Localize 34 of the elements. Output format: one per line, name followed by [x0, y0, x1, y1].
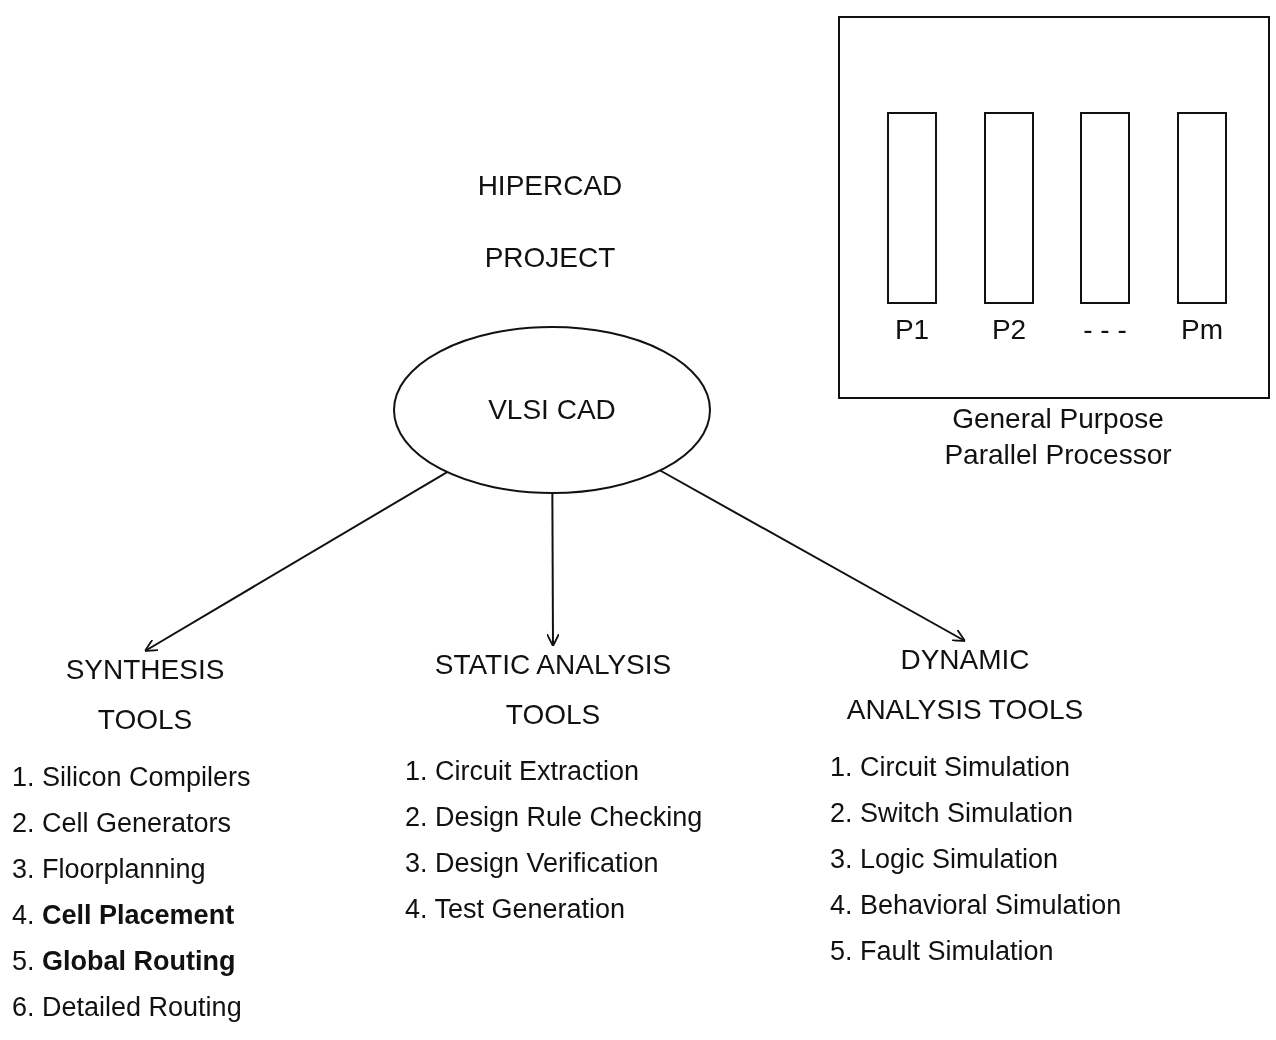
processor-bar	[887, 112, 937, 304]
processor-label: P1	[893, 313, 931, 347]
arrow	[546, 492, 560, 647]
processor-label: Pm	[1180, 313, 1224, 347]
processor-label: P2	[990, 313, 1028, 347]
category-heading: DYNAMIC ANALYSIS TOOLS	[845, 643, 1085, 727]
processor-label: - - -	[1082, 313, 1128, 347]
list-item: 4. Cell Placement	[12, 900, 235, 931]
arrow	[144, 471, 449, 652]
list-item: 1. Circuit Extraction	[405, 756, 640, 787]
node-label: VLSI CAD	[487, 393, 617, 427]
processor-bar	[1080, 112, 1130, 304]
arrow	[659, 469, 966, 642]
node-label: General Purpose Parallel Processor	[943, 402, 1173, 472]
list-item: 3. Floorplanning	[12, 854, 206, 885]
list-item: 5. Global Routing	[12, 946, 236, 977]
list-item: 1. Circuit Simulation	[830, 752, 1071, 783]
title: HIPERCAD PROJECT	[476, 169, 624, 275]
processor-bar	[1177, 112, 1227, 304]
category-heading: SYNTHESIS TOOLS	[64, 653, 226, 737]
ellipse-node	[392, 325, 712, 495]
processor-bar	[984, 112, 1034, 304]
list-item: 3. Design Verification	[405, 848, 659, 879]
list-item: 1. Silicon Compilers	[12, 762, 251, 793]
list-item: 2. Switch Simulation	[830, 798, 1074, 829]
list-item: 2. Design Rule Checking	[405, 802, 703, 833]
list-item: 6. Detailed Routing	[12, 992, 242, 1023]
list-item: 4. Behavioral Simulation	[830, 890, 1122, 921]
list-item: 3. Logic Simulation	[830, 844, 1059, 875]
processor-frame	[838, 16, 1270, 399]
category-heading: STATIC ANALYSIS TOOLS	[433, 648, 673, 732]
list-item: 5. Fault Simulation	[830, 936, 1054, 967]
list-item: 2. Cell Generators	[12, 808, 232, 839]
list-item: 4. Test Generation	[405, 894, 626, 925]
